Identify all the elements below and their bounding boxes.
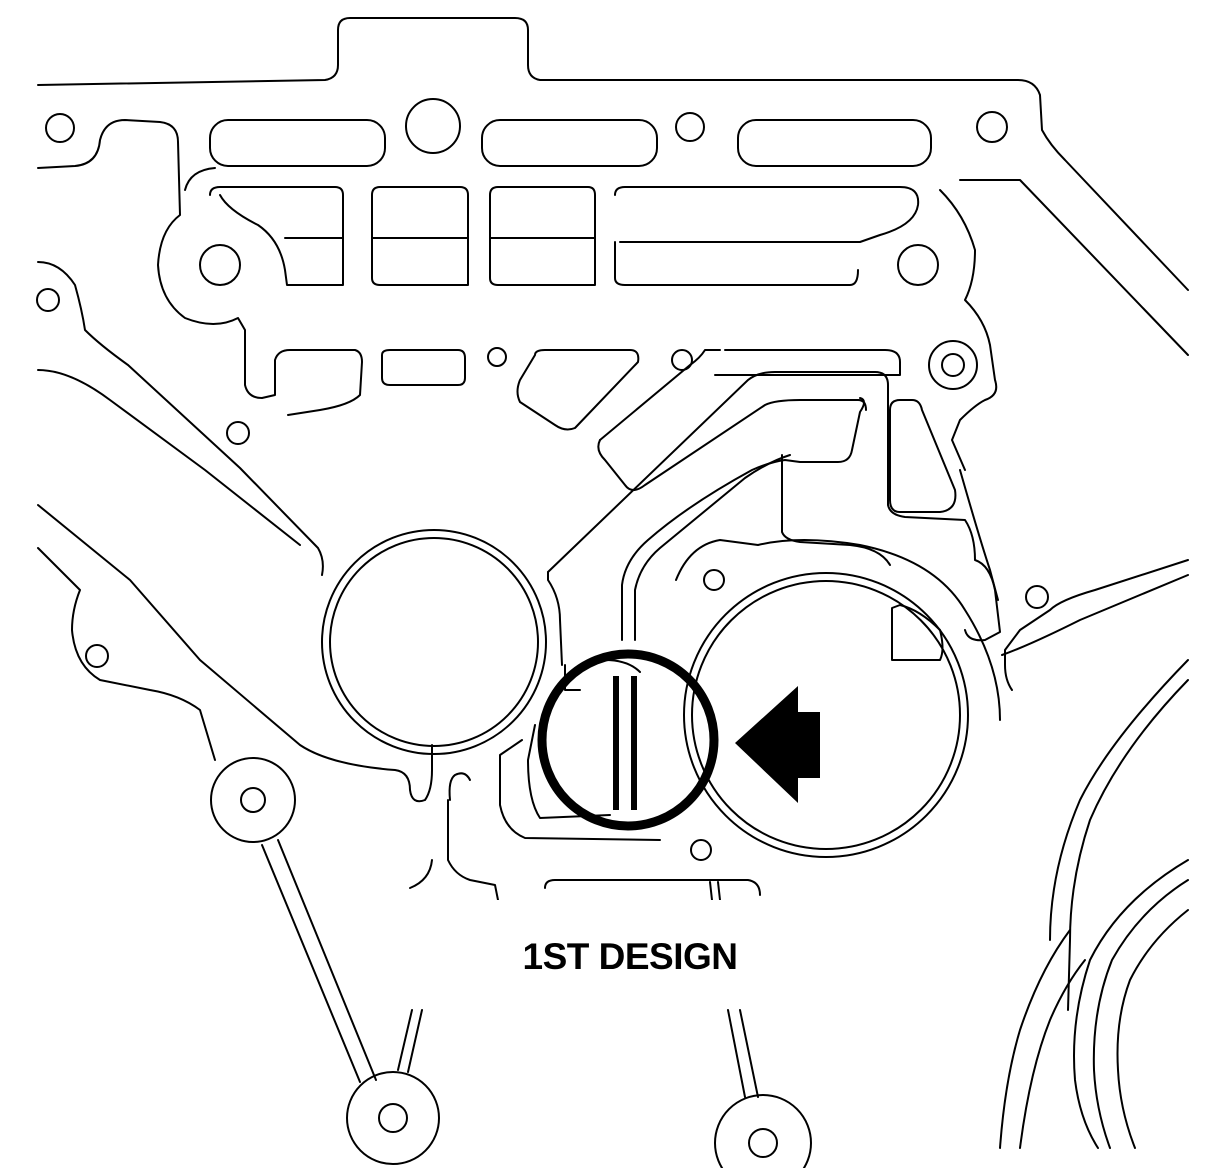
arrow-left-icon — [735, 686, 820, 803]
design-caption: 1ST DESIGN — [522, 936, 739, 977]
bolt-holes — [36, 98, 1049, 861]
lower-bosses — [210, 757, 812, 1168]
circle-highlight-icon — [537, 649, 719, 831]
casting-outline — [37, 17, 1189, 1149]
middle-passages — [381, 349, 957, 513]
upper-passages — [184, 119, 1189, 471]
bores — [321, 529, 1001, 901]
caption-background — [410, 900, 840, 1008]
